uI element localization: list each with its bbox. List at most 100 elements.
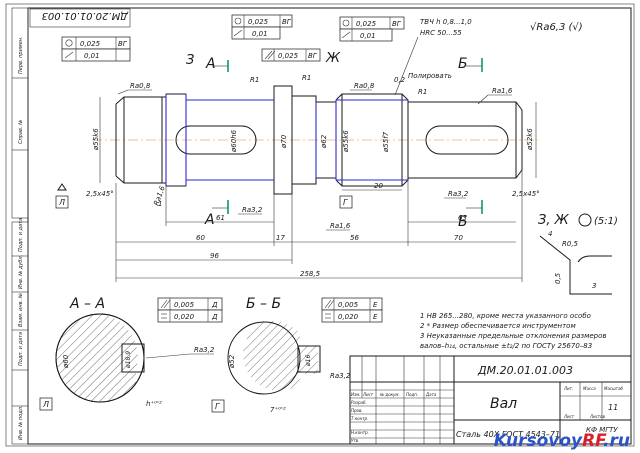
side-label-3: Инв. № дубл. <box>18 255 24 289</box>
svg-text:Подп.: Подп. <box>406 392 418 397</box>
svg-text:17: 17 <box>276 234 285 242</box>
hardness-note-1: ТВЧ h 0,8...1,0 <box>420 18 472 26</box>
tolerance-frame-aa: 0,005 0,020 Д Д <box>157 297 223 323</box>
title-block: ДМ.20.01.01.003 Вал Сталь 40Х ГОСТ 4543–… <box>349 355 632 445</box>
title-code: ДМ.20.01.01.003 <box>477 364 573 377</box>
svg-text:258,5: 258,5 <box>300 270 321 278</box>
svg-text:h⁺⁰'²: h⁺⁰'² <box>146 400 162 408</box>
tolerance-frame-bb: 0,005 0,020 Е Е <box>321 297 383 323</box>
title-sheet-total: 11 <box>608 403 618 412</box>
svg-text:Е: Е <box>373 301 378 309</box>
radius-r1-a: R1 <box>250 76 259 84</box>
svg-text:61: 61 <box>216 214 225 222</box>
svg-text:А: А <box>204 212 215 228</box>
roughness-marks: Ra0,8 Ra0,8 Ra1,6 Ra1,6 Ra3,2 Ra1,6 Ra3,… <box>117 82 513 231</box>
tolerance-frame-4: 0,025 0,01 ВГ <box>339 16 405 42</box>
side-label-2: Подп. и дата <box>18 218 24 252</box>
svg-text:(5:1): (5:1) <box>594 216 618 227</box>
title-name: Вал <box>490 396 517 412</box>
diameter-4: ø62 <box>320 134 328 149</box>
chamfer-right: 2,5x45° <box>512 190 540 198</box>
radius-r1-b: R1 <box>302 74 311 82</box>
svg-text:0,5: 0,5 <box>554 272 562 284</box>
chamfer-left: 2,5x45° <box>86 190 114 198</box>
diameter-1: ø55k6 <box>92 128 100 151</box>
svg-text:0,01: 0,01 <box>252 30 268 38</box>
svg-text:Ra3,2: Ra3,2 <box>242 206 263 214</box>
diameter-5: ø55k6 <box>342 130 350 153</box>
svg-text:ø16: ø16 <box>305 355 312 367</box>
svg-text:0,005: 0,005 <box>174 301 195 309</box>
svg-text:3: 3 <box>592 282 596 290</box>
section-aa: А – А ø60 ø18,9 h⁺⁰'² Ra3,2 Л <box>39 296 215 411</box>
svg-text:Пров.: Пров. <box>351 408 363 413</box>
svg-text:З: З <box>186 53 194 68</box>
tolerance-frame-3: 0,025 ВГ <box>261 48 321 62</box>
svg-text:56: 56 <box>350 234 359 242</box>
svg-text:63: 63 <box>458 214 467 222</box>
diameter-2: ø60h6 <box>230 129 238 153</box>
svg-text:0,025: 0,025 <box>278 52 299 60</box>
diameter-6: ø55f7 <box>382 131 390 153</box>
svg-text:Д: Д <box>211 301 218 309</box>
svg-text:Масса: Масса <box>583 386 596 391</box>
svg-text:Е: Е <box>373 313 378 321</box>
svg-text:Г: Г <box>343 198 348 207</box>
sheet-border <box>5 3 635 447</box>
svg-text:0,020: 0,020 <box>174 313 195 321</box>
svg-text:1: 1 <box>158 200 162 208</box>
svg-text:ø52: ø52 <box>228 354 236 369</box>
hardened-zones <box>165 94 408 186</box>
svg-text:Ra3,2: Ra3,2 <box>448 190 469 198</box>
svg-text:0,01: 0,01 <box>84 52 100 60</box>
side-label-4: Взам. инв. № <box>18 293 24 327</box>
svg-text:ø18,9: ø18,9 <box>125 351 132 369</box>
svg-text:ВГ: ВГ <box>308 52 318 60</box>
svg-text:3 Неуказанные предельные откло: 3 Неуказанные предельные отклонения разм… <box>420 332 607 340</box>
svg-text:Дата: Дата <box>425 392 437 397</box>
svg-text:20: 20 <box>374 182 383 190</box>
detail-view: З, Ж (5:1) R0,5 0,5 3 4 <box>538 213 618 295</box>
svg-text:Ж: Ж <box>325 51 341 66</box>
svg-text:2 * Размер обеспечивается инст: 2 * Размер обеспечивается инструментом <box>420 322 576 330</box>
side-label-1: Справ. № <box>18 120 24 144</box>
section-bb: Б – Б ø52 ø16 7⁺⁰'² Ra3,2 Г <box>211 296 351 414</box>
tolerance-frame-2: 0,025 0,01 ВГ <box>231 14 293 40</box>
svg-text:ВГ: ВГ <box>392 20 402 28</box>
svg-text:0,005: 0,005 <box>338 301 359 309</box>
technical-notes: 1 НВ 265...280, кроме места указанного о… <box>420 312 607 350</box>
svg-text:Изм.: Изм. <box>351 392 360 397</box>
svg-text:Лист: Лист <box>563 414 575 419</box>
svg-text:R0,5: R0,5 <box>562 240 579 248</box>
svg-text:0,025: 0,025 <box>248 18 269 26</box>
svg-text:Утв.: Утв. <box>351 438 359 443</box>
doc-code-rotated: ДМ.20.01.01.003 <box>42 10 129 21</box>
svg-text:Н.контр.: Н.контр. <box>351 430 369 435</box>
svg-text:0,01: 0,01 <box>360 32 376 40</box>
svg-text:ВГ: ВГ <box>118 40 128 48</box>
side-label-6: Инв. № подл. <box>18 406 24 441</box>
svg-text:0,020: 0,020 <box>338 313 359 321</box>
svg-text:Ra0,8: Ra0,8 <box>354 82 375 90</box>
svg-text:Лист: Лист <box>362 392 374 397</box>
svg-text:Ra3,2: Ra3,2 <box>330 372 351 380</box>
svg-text:№ докум.: № докум. <box>379 392 400 397</box>
radius-02: 0,2 <box>394 76 406 84</box>
doc-code-box <box>29 8 131 28</box>
svg-text:1 НВ 265...280, кроме места ук: 1 НВ 265...280, кроме места указанного о… <box>420 312 591 320</box>
polish-label: Полировать <box>408 72 452 80</box>
svg-text:З, Ж: З, Ж <box>538 213 570 228</box>
datum-boxes: Л Г <box>55 183 353 209</box>
svg-text:Б: Б <box>458 56 468 72</box>
tolerance-frame-1: 0,025 0,01 ВГ <box>61 36 131 62</box>
roughness-general: √Ra6,3 (√) <box>530 22 583 33</box>
svg-text:Л: Л <box>42 400 49 409</box>
hardness-note-2: HRC 50...55 <box>420 29 462 37</box>
svg-text:Т.контр.: Т.контр. <box>351 416 368 421</box>
svg-text:валов–h₁₄, остальные ±t₂/2 по: валов–h₁₄, остальные ±t₂/2 по ГОСТу 2567… <box>420 342 592 350</box>
svg-text:Листов: Листов <box>589 414 606 419</box>
svg-text:Ra3,2: Ra3,2 <box>194 346 215 354</box>
svg-text:Б – Б: Б – Б <box>246 296 281 312</box>
title-material: Сталь 40Х ГОСТ 4543–71 <box>456 430 560 439</box>
svg-text:ø60: ø60 <box>62 354 70 369</box>
